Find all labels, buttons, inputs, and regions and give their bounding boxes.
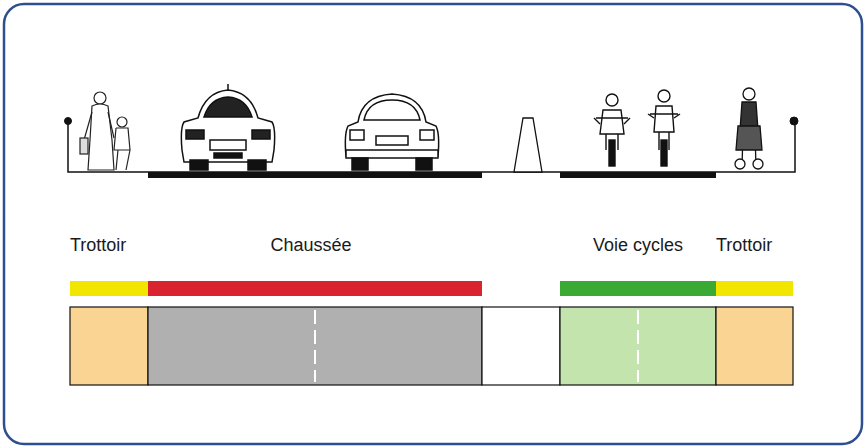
colour-bars [70,281,793,296]
cyclists [594,90,680,166]
cycle-lane-label: Voie cycles [593,236,683,254]
sidewalk-label: Trottoir [70,236,126,254]
roadway-label: Chaussée [270,236,351,254]
sidewalk-label: Trottoir [716,236,772,254]
pedestrian-stroller [735,88,763,169]
pedestrians [80,92,130,170]
car-rear [345,94,438,170]
frame [4,4,862,444]
plan-view [70,307,793,385]
separator-bollard [514,118,542,172]
car-front [181,84,274,170]
